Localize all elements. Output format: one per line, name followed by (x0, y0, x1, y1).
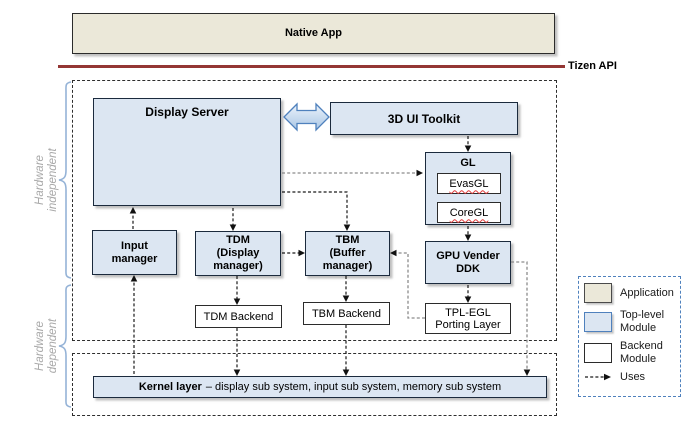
3d-ui-toolkit-box: 3D UI Toolkit (330, 102, 518, 135)
hardware-dependent-label: Hardware dependent (34, 318, 59, 374)
coregl-label: CoreGL (449, 206, 489, 219)
legend-item-top-level-module: Top-level Module (584, 309, 680, 334)
uses-arrow-icon (585, 374, 611, 381)
hardware-independent-label: Hardware independent (34, 148, 59, 212)
evasgl-label: EvasGL (449, 177, 489, 190)
brace-hardware-dependent-icon (58, 284, 72, 408)
region-hardware-dependent (72, 353, 557, 416)
backend-module-swatch-icon (584, 342, 612, 363)
region-hardware-independent (72, 80, 557, 341)
kernel-layer-detail: – display sub system, input sub system, … (205, 381, 502, 393)
3d-ui-toolkit-label: 3D UI Toolkit (387, 111, 461, 126)
kernel-layer-title: Kernel layer (138, 381, 202, 393)
gl-label: GL (460, 157, 476, 169)
kernel-layer-box: Kernel layer – display sub system, input… (93, 376, 547, 398)
tpl-egl-porting-layer-box: TPL-EGL Porting Layer (425, 303, 511, 334)
display-server-box: Display Server (93, 98, 281, 206)
native-app-label: Native App (284, 27, 343, 39)
evasgl-box: EvasGL (437, 173, 501, 194)
application-swatch-icon (584, 283, 612, 303)
tdm-box: TDM (Display manager) (195, 231, 281, 276)
display-server-label: Display Server (145, 105, 229, 119)
brace-hardware-independent-icon (58, 81, 72, 279)
tdm-backend-box: TDM Backend (195, 305, 282, 328)
tbm-backend-box: TBM Backend (303, 302, 390, 325)
coregl-box: CoreGL (437, 202, 501, 223)
tizen-api-label: Tizen API (568, 60, 617, 72)
gl-box: GL EvasGL CoreGL (425, 152, 511, 225)
legend: Application Top-level Module Backend Mod… (578, 276, 681, 397)
top-level-module-swatch-icon (584, 311, 612, 332)
legend-item-backend-module: Backend Module (584, 340, 680, 365)
gpu-vender-ddk-box: GPU Vender DDK (425, 241, 511, 284)
tizen-api-line (58, 65, 565, 68)
native-app-box: Native App (72, 13, 555, 54)
input-manager-box: Input manager (92, 230, 177, 275)
tbm-box: TBM (Buffer manager) (305, 231, 390, 276)
legend-item-uses: Uses (584, 371, 680, 384)
legend-item-application: Application (584, 283, 680, 303)
